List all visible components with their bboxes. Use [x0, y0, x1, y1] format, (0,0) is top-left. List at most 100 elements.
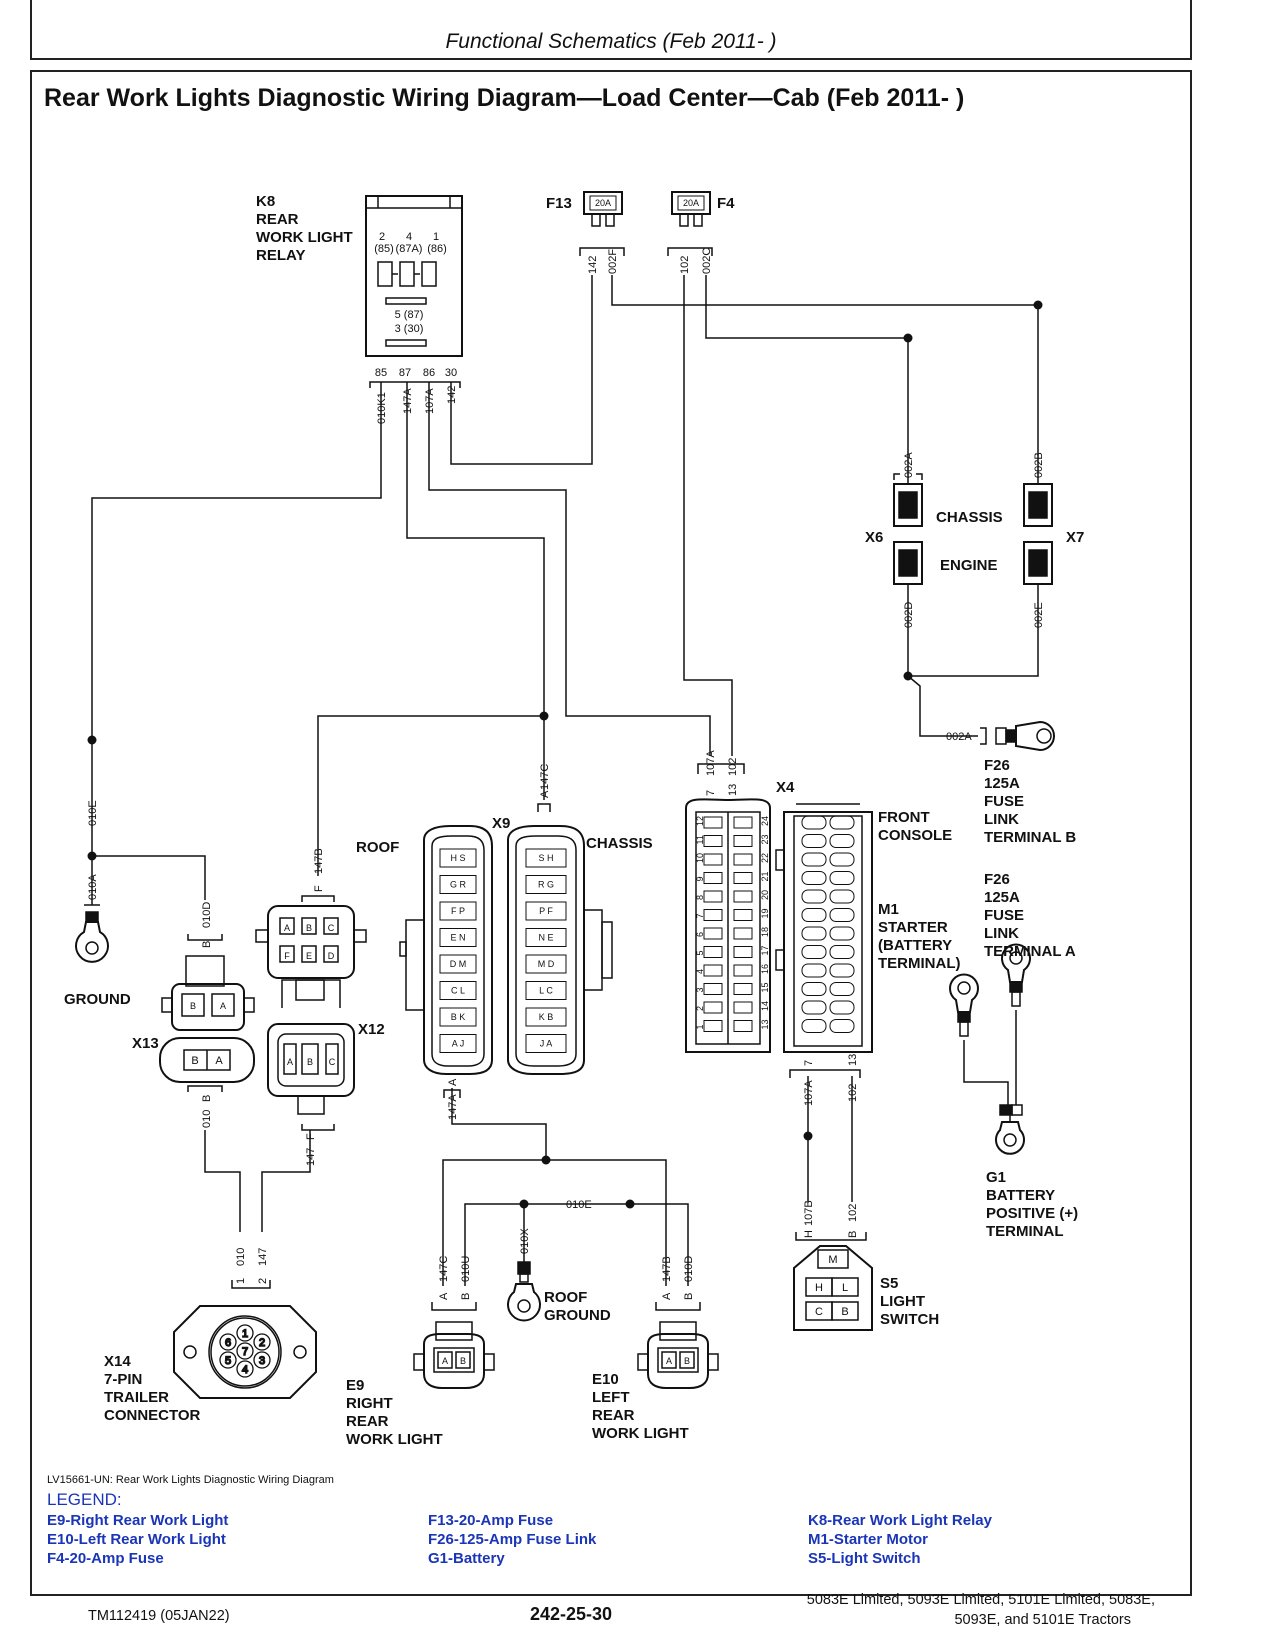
svg-text:002A: 002A: [946, 731, 972, 743]
svg-text:TERMINAL B: TERMINAL B: [984, 829, 1076, 846]
legend-item: F4-20-Amp Fuse: [47, 1550, 164, 1567]
svg-text:13: 13: [727, 784, 739, 796]
svg-text:107A: 107A: [424, 388, 436, 414]
wires: [91, 275, 1039, 1286]
e10-labels: E10 LEFT REAR WORK LIGHT 147B 010D A B A…: [592, 1256, 695, 1442]
x9-chassis-pin: [525, 875, 567, 894]
x9-roof-pin-label: G R: [450, 880, 467, 890]
svg-text:3 (30): 3 (30): [395, 323, 424, 335]
svg-text:B: B: [201, 941, 213, 948]
m1-f26a-g1-terminals: [949, 943, 1031, 1155]
svg-text:C: C: [328, 923, 335, 933]
splice-dots: [87, 300, 1043, 1209]
x9-chassis-pin-label: K B: [539, 1012, 554, 1022]
g1-label: G1 BATTERY POSITIVE (+) TERMINAL: [986, 1169, 1078, 1240]
svg-text:B: B: [306, 923, 312, 933]
svg-text:REAR: REAR: [592, 1407, 635, 1424]
front-console-cell: [829, 815, 855, 830]
svg-text:107B: 107B: [803, 1200, 815, 1226]
x4-pin-number: 3: [695, 987, 705, 992]
svg-text:B: B: [847, 1231, 859, 1238]
svg-text:010D: 010D: [201, 902, 213, 928]
svg-text:STARTER: STARTER: [878, 919, 948, 936]
svg-text:TERMINAL A: TERMINAL A: [984, 943, 1076, 960]
x9-roof-pin-label: F P: [451, 906, 465, 916]
x14-pin: [236, 1324, 254, 1342]
connector-x14: [173, 1280, 317, 1399]
x4-pin-number: 9: [695, 876, 705, 881]
legend-item: F26-125-Amp Fuse Link: [428, 1531, 597, 1548]
svg-text:X7: X7: [1066, 529, 1084, 546]
svg-text:A: A: [287, 1057, 293, 1067]
k8-label: K8 REAR WORK LIGHT RELAY: [256, 193, 353, 264]
svg-text:CONNECTOR: CONNECTOR: [104, 1407, 201, 1424]
footer-doc-id: TM112419 (05JAN22): [88, 1608, 230, 1624]
x4-pin-number: 10: [695, 853, 705, 863]
front-console-cell: [829, 834, 855, 848]
svg-text:010D: 010D: [683, 1256, 695, 1282]
x4-pin-number: 17: [760, 945, 770, 955]
x14-pin: [219, 1333, 237, 1351]
x9-chassis-pin-label: N E: [538, 933, 553, 943]
x4-pin-number: 15: [760, 982, 770, 992]
x4-cell: [703, 964, 723, 977]
x9-labels: X9 ROOF CHASSIS A 147C A 147A: [356, 764, 653, 1120]
svg-text:WORK LIGHT: WORK LIGHT: [256, 229, 353, 246]
x14-pin: [253, 1333, 271, 1351]
svg-text:147A: 147A: [447, 1094, 459, 1120]
x9-chassis-pin: [525, 1034, 567, 1053]
svg-text:L: L: [842, 1282, 848, 1294]
svg-text:LEFT: LEFT: [592, 1389, 630, 1406]
svg-text:147: 147: [257, 1248, 269, 1266]
svg-text:147A: 147A: [402, 388, 414, 414]
svg-text:010X: 010X: [519, 1228, 531, 1254]
x4-cell: [733, 835, 753, 847]
svg-text:SWITCH: SWITCH: [880, 1311, 939, 1328]
svg-text:LIGHT: LIGHT: [880, 1293, 925, 1310]
front-console-cell: [801, 926, 827, 941]
svg-text:LINK: LINK: [984, 925, 1019, 942]
x9-chassis-pin-label: M D: [538, 959, 555, 969]
legend-item: F13-20-Amp Fuse: [428, 1512, 554, 1529]
svg-text:GROUND: GROUND: [544, 1307, 611, 1324]
svg-text:85: 85: [375, 367, 387, 379]
svg-text:C: C: [329, 1057, 336, 1067]
svg-text:7: 7: [803, 1060, 815, 1066]
x4-cell: [733, 872, 753, 884]
x4-pin-number: 23: [760, 834, 770, 844]
x4-cell: [733, 890, 753, 903]
connector-x13: [159, 934, 255, 1092]
x4-cell: [733, 909, 753, 921]
x4-labels: X4 FRONT CONSOLE 107A 102 7 13 7 13 107A…: [705, 750, 952, 1106]
x9-roof-pin-label: D M: [450, 959, 467, 969]
x4-cell: [703, 1020, 723, 1032]
x4-pin-number: 12: [695, 816, 705, 826]
svg-text:CHASSIS: CHASSIS: [936, 509, 1003, 526]
x14-labels: X14 7-PIN TRAILER CONNECTOR 010 147 1 2: [104, 1248, 269, 1424]
x4-cell: [703, 1001, 723, 1014]
svg-text:010: 010: [235, 1248, 247, 1266]
svg-text:B: B: [460, 1356, 466, 1366]
x14-pin: [253, 1351, 271, 1369]
svg-text:LINK: LINK: [984, 811, 1019, 828]
front-console-cell: [801, 871, 827, 885]
svg-text:WORK LIGHT: WORK LIGHT: [346, 1431, 443, 1448]
svg-text:M1: M1: [878, 901, 899, 918]
svg-text:A: A: [215, 1055, 223, 1067]
front-console-cell: [801, 852, 827, 867]
svg-text:A: A: [447, 1078, 459, 1086]
svg-text:E10: E10: [592, 1371, 619, 1388]
fuse-labels: F13 F4 20A 20A 142 002F 102 002C: [546, 195, 735, 274]
x4-cell: [733, 1020, 753, 1032]
svg-text:102: 102: [847, 1084, 859, 1102]
s5-light-switch: [793, 1232, 873, 1331]
svg-text:WORK LIGHT: WORK LIGHT: [592, 1425, 689, 1442]
front-console-cell: [801, 945, 827, 959]
x9-roof-pin: [439, 875, 477, 894]
page-header: Functional Schematics (Feb 2011- ): [445, 30, 777, 53]
svg-text:A: A: [438, 1292, 450, 1300]
svg-text:(86): (86): [427, 243, 447, 255]
svg-text:147B: 147B: [661, 1256, 673, 1282]
legend-item: M1-Starter Motor: [808, 1531, 929, 1548]
k8-relay: [365, 195, 463, 420]
